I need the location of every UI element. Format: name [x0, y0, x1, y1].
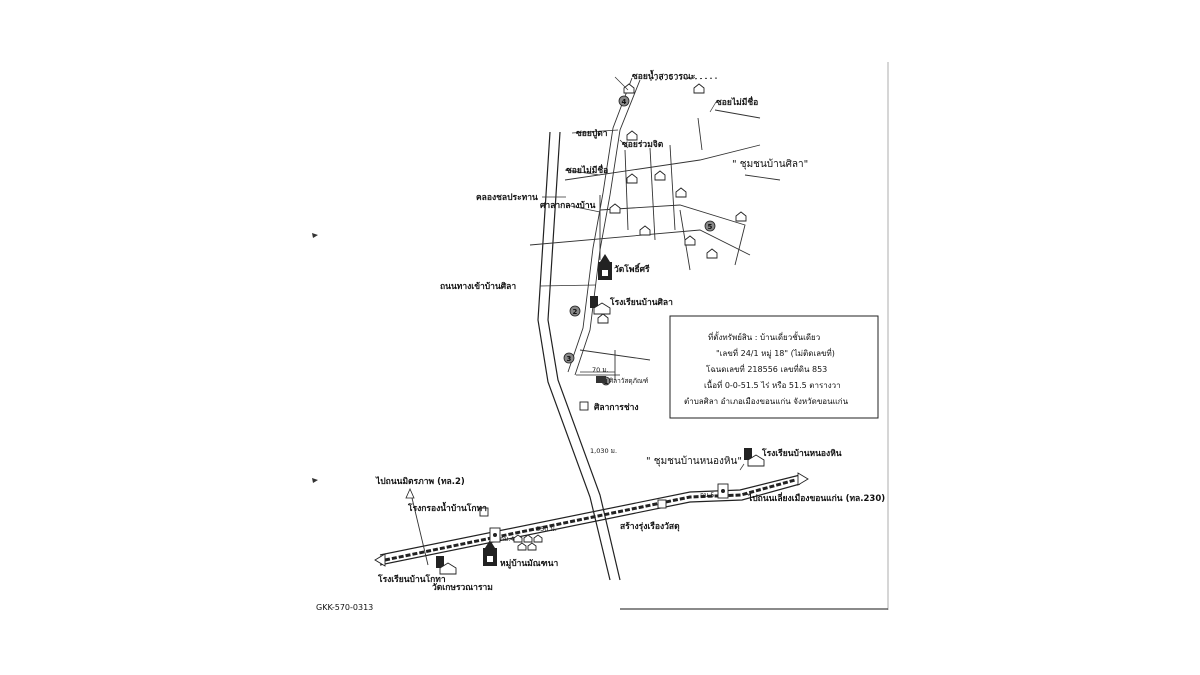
- label-dist-1030: 1,030 ม.: [590, 447, 617, 455]
- km5-marker: [717, 483, 729, 499]
- temple-icon-kaset: [483, 540, 497, 566]
- marker-2: 2: [569, 305, 581, 317]
- temple-icon: [598, 254, 612, 280]
- label-soi-ruam-jit: ซอยร่วมจิต: [622, 139, 664, 150]
- label-dist-70: 70 ม.: [592, 366, 609, 374]
- mittraphap-arrow: [405, 488, 415, 499]
- info-line-1: ที่ตั้งทรัพย์สิน : บ้านเดี่ยวชั้นเดียว: [708, 331, 820, 342]
- label-access-road: ถนนทางเข้าบ้านศิลา: [440, 281, 516, 292]
- label-sila-shop: ศิลาวัสดุภัณฑ์: [609, 377, 648, 385]
- label-unnamed-alley-left: ซอยไม่มีชื่อ: [566, 163, 608, 176]
- info-line-3: โฉนดเลขที่ 218556 เลขที่ดิน 853: [706, 363, 827, 374]
- scan-mark: [312, 478, 318, 483]
- label-village-pavilion: ศาลากลางบ้าน: [540, 200, 596, 211]
- school-icon-ko-tha: [436, 556, 457, 575]
- label-soi-pu-ta: ซอยปู่ตา: [576, 128, 608, 139]
- label-sila-craft: ศิลาการช่าง: [594, 402, 639, 413]
- label-canal: คลองชลประทาน: [476, 193, 538, 203]
- supply-shop-icon: [657, 499, 667, 509]
- school-icon-nong-hin: [744, 448, 765, 467]
- label-school-ban-sila: โรงเรียนบ้านศิลา: [609, 297, 673, 308]
- school-icon-ban-sila: [590, 296, 611, 315]
- svg-text:5: 5: [708, 223, 713, 231]
- label-public-alley: ซอยน้ำสาธารณะ: [632, 69, 695, 82]
- highway: [374, 472, 809, 567]
- label-km4: กม.4: [500, 535, 514, 543]
- info-line-5: ตำบลศิลา อำเภอเมืองขอนแก่น จังหวัดขอนแก่…: [684, 397, 849, 406]
- water-plant-icon: [479, 507, 489, 517]
- sila-craft-icon: [579, 401, 589, 411]
- irrigation-canal: [547, 131, 621, 581]
- label-school-ko-tha: โรงเรียนบ้านโกทา: [377, 574, 446, 585]
- svg-text:3: 3: [567, 355, 572, 363]
- label-water-plant: โรงกรองน้ำบ้านโกทา: [407, 501, 487, 514]
- label-school-nong-hin: โรงเรียนบ้านหนองหิน: [761, 448, 842, 459]
- marker-4: 4: [618, 95, 630, 107]
- scan-mark: [312, 233, 318, 238]
- irrigation-canal-edge: [537, 131, 611, 581]
- svg-text:2: 2: [573, 308, 578, 316]
- km4-marker: [489, 527, 501, 543]
- marker-5: 5: [704, 220, 716, 232]
- info-line-2: "เลขที่ 24/1 หมู่ 18" (ไม่ติดเลขที่): [716, 347, 835, 359]
- access-road-edge: [567, 77, 633, 373]
- houses: [513, 83, 747, 551]
- public-alley-line: [649, 77, 721, 81]
- svg-text:4: 4: [622, 98, 627, 106]
- label-to-mittraphap: ไปถนนมิตรภาพ (ทล.2): [375, 476, 465, 487]
- label-to-bypass: ไปถนนเลี่ยงเมืองขอนแก่น (ทล.230): [747, 491, 885, 504]
- mittraphap-road: [411, 497, 429, 566]
- label-dist-350: 350 ม.: [536, 525, 557, 533]
- label-temple-pho-si: วัดโพธิ์ศรี: [614, 262, 650, 275]
- label-km5: กม.5: [700, 491, 714, 499]
- label-community-nong-hin: " ชุมชนบ้านหนองหิน": [646, 455, 742, 467]
- pointer-lines: [539, 76, 745, 471]
- sila-shop-icon: [596, 376, 606, 383]
- label-unnamed-alley-top: ซอยไม่มีชื่อ: [716, 95, 758, 108]
- label-community-ban-sila: " ชุมชนบ้านศิลา": [732, 158, 808, 170]
- access-road: [574, 79, 641, 376]
- label-supply-shop: สร้างรุ่งเรืองวัสดุ: [620, 521, 680, 532]
- label-village-makha: หมู่บ้านมัณฑนา: [500, 558, 559, 569]
- property-info-box: ที่ตั้งทรัพย์สิน : บ้านเดี่ยวชั้นเดียว "…: [669, 315, 879, 419]
- marker-3: 3: [563, 352, 575, 364]
- document-code: GKK-570-0313: [316, 603, 373, 612]
- info-line-4: เนื้อที่ 0-0-51.5 ไร่ หรือ 51.5 ตารางวา: [704, 379, 841, 390]
- label-temple-kaset: วัดเกษรวณาราม: [432, 582, 493, 593]
